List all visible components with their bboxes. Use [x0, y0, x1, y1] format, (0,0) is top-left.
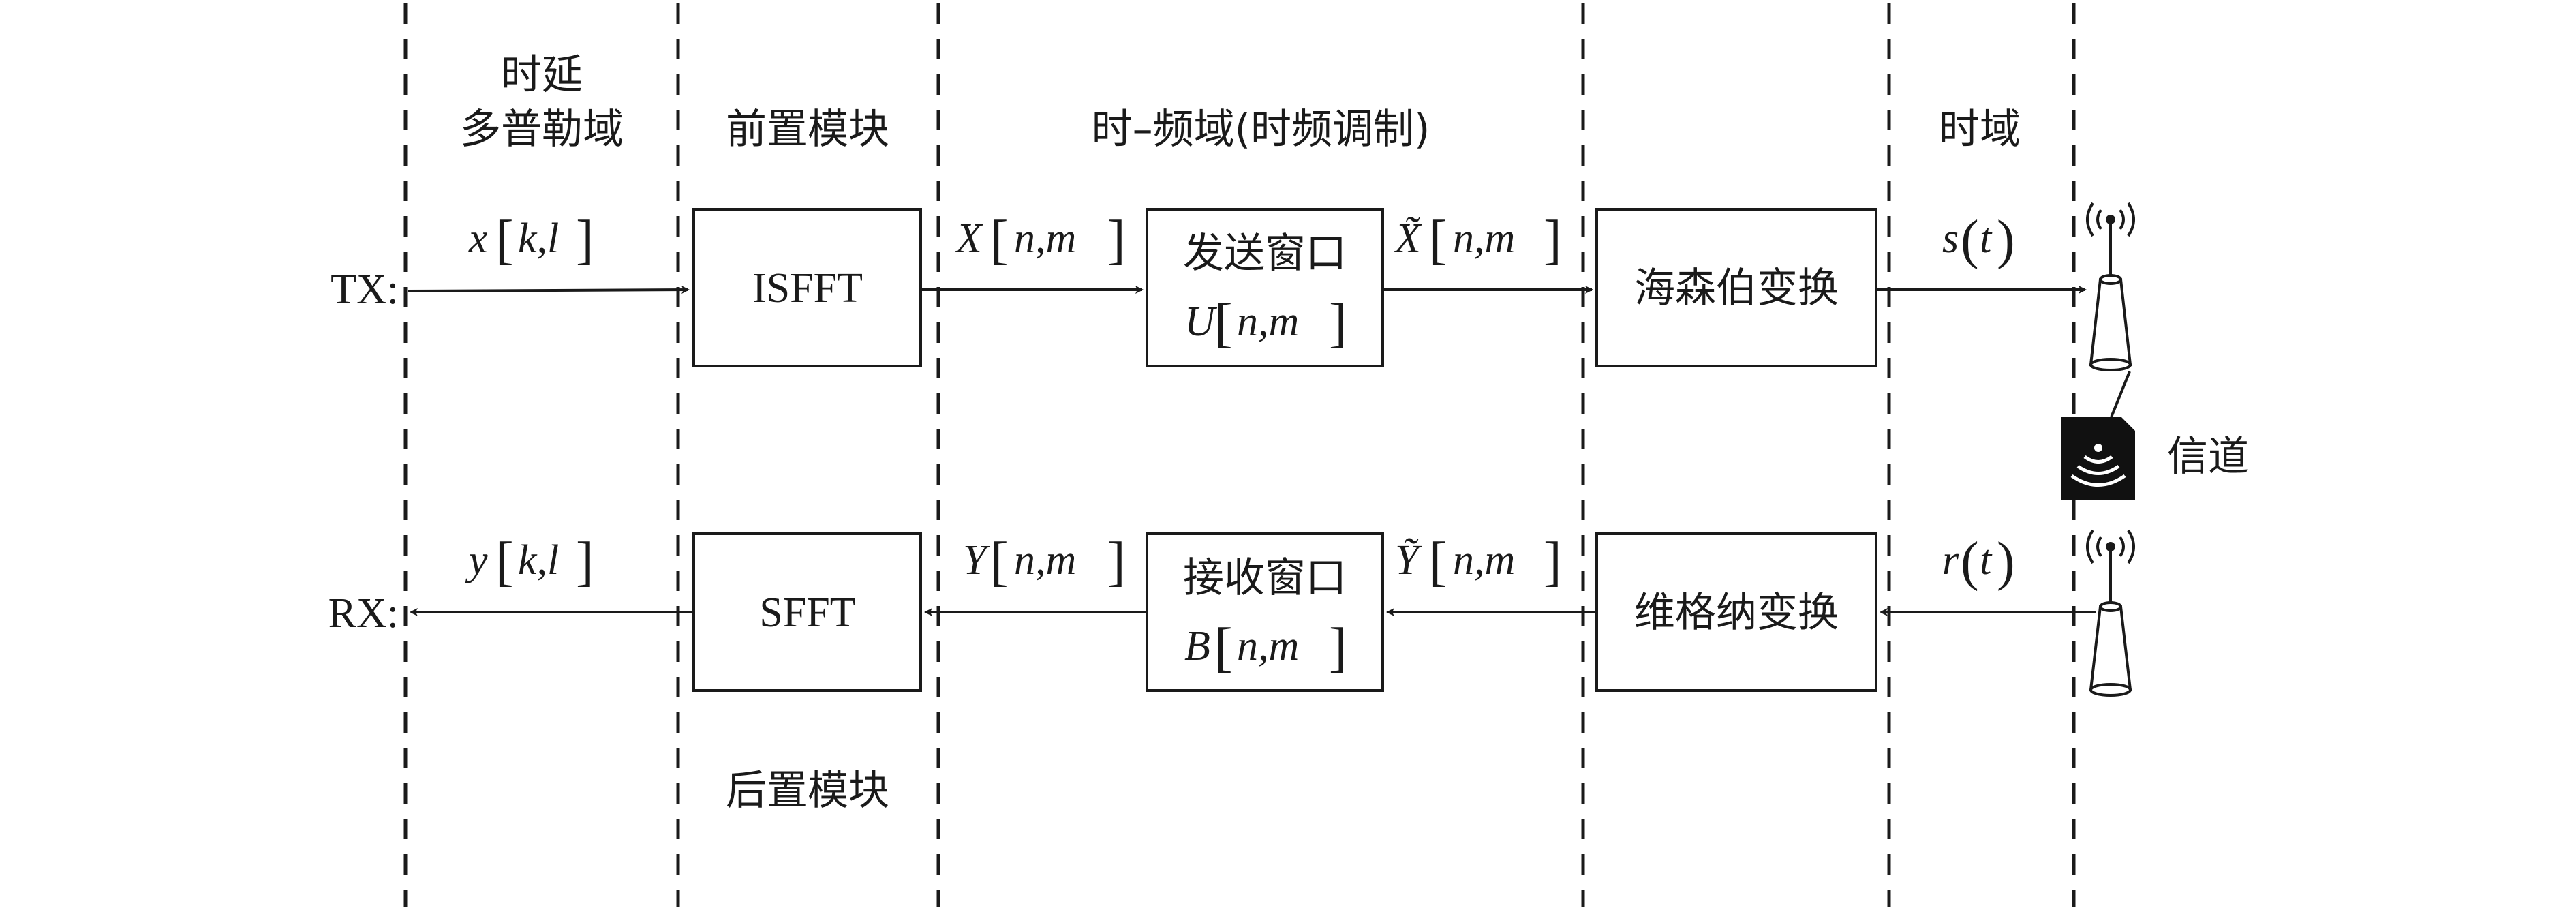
domain-time: 时域 — [1939, 106, 2021, 153]
rx-tf-win-bracket-close: ] — [1544, 532, 1562, 592]
tx-tf-args: n,m — [1014, 215, 1076, 262]
rx-dd-bracket-open: [ — [495, 532, 514, 592]
isfft-label: ISFFT — [752, 265, 863, 312]
tx-time-paren-close: ) — [1997, 210, 2015, 270]
tx-row-label: TX: — [331, 267, 399, 313]
wigner-label: 维格纳变换 — [1634, 589, 1839, 637]
rx-tf-args: n,m — [1014, 537, 1076, 583]
tx-window-args: n,m — [1237, 299, 1299, 345]
domain-pre-module: 前置模块 — [726, 106, 889, 153]
rx-row-label: RX: — [328, 590, 399, 637]
tx-arrow-dd — [407, 286, 690, 294]
rx-window-bracket-close: ] — [1329, 618, 1347, 678]
rx-tf-var: Y — [963, 537, 990, 583]
isfft-block — [692, 208, 922, 367]
rx-window-var: B — [1184, 623, 1210, 669]
wireless-channel-icon — [2061, 371, 2135, 500]
tx-tf-bracket-close: ] — [1107, 210, 1126, 270]
tx-tf-bracket-open: [ — [990, 210, 1009, 270]
domain-delay-doppler-line1: 时延 — [501, 51, 583, 99]
domain-post-module: 后置模块 — [726, 767, 889, 815]
rx-time-paren-close: ) — [1997, 532, 2015, 592]
rx-tf-win-var: Ỹ — [1395, 537, 1422, 583]
rx-tf-bracket-close: ] — [1107, 532, 1126, 592]
rx-dd-args: k,l — [518, 537, 559, 583]
tx-time-paren-open: ( — [1961, 210, 1979, 270]
domain-delay-doppler-line2: 多普勒域 — [460, 106, 624, 153]
tx-window-title: 发送窗口 — [1183, 230, 1347, 277]
rx-tf-win-args: n,m — [1453, 537, 1515, 583]
rx-window-args: n,m — [1237, 623, 1299, 669]
rx-time-paren-open: ( — [1961, 532, 1979, 592]
rx-dd-var: y — [465, 537, 488, 583]
tx-tf-win-bracket-open: [ — [1429, 210, 1447, 270]
rx-window-title: 接收窗口 — [1183, 554, 1347, 602]
heisenberg-block — [1595, 208, 1877, 367]
rx-dd-bracket-close: ] — [576, 532, 594, 592]
channel-label: 信道 — [2167, 433, 2249, 481]
heisenberg-label: 海森伯变换 — [1634, 264, 1839, 312]
rx-time-var: r — [1942, 537, 1959, 583]
rx-window-bracket-open: [ — [1214, 618, 1233, 678]
tx-window-block — [1146, 208, 1384, 367]
domain-time-frequency: 时–频域(时频调制) — [1092, 106, 1430, 153]
tx-antenna-icon — [2086, 202, 2135, 371]
rx-antenna-icon — [2086, 529, 2135, 697]
tx-time-args: t — [1980, 215, 1993, 262]
rx-tf-win-bracket-open: [ — [1429, 532, 1447, 592]
tx-tf-win-bracket-close: ] — [1544, 210, 1562, 270]
tx-tf-win-args: n,m — [1453, 215, 1515, 262]
tx-tf-win-var: X̃ — [1393, 215, 1422, 262]
tx-dd-args: k,l — [518, 215, 559, 262]
tx-dd-var: x — [468, 215, 488, 262]
tx-window-var: U — [1184, 299, 1218, 345]
rx-tf-bracket-open: [ — [990, 532, 1009, 592]
tx-window-bracket-close: ] — [1329, 293, 1347, 353]
tx-dd-bracket-open: [ — [495, 210, 514, 270]
rx-time-args: t — [1980, 537, 1993, 583]
domain-dividers — [403, 3, 2076, 907]
tx-time-var: s — [1942, 215, 1959, 262]
tx-dd-bracket-close: ] — [576, 210, 594, 270]
tx-window-bracket-open: [ — [1214, 293, 1233, 353]
tx-tf-var: X — [954, 215, 983, 262]
sfft-label: SFFT — [759, 590, 855, 636]
